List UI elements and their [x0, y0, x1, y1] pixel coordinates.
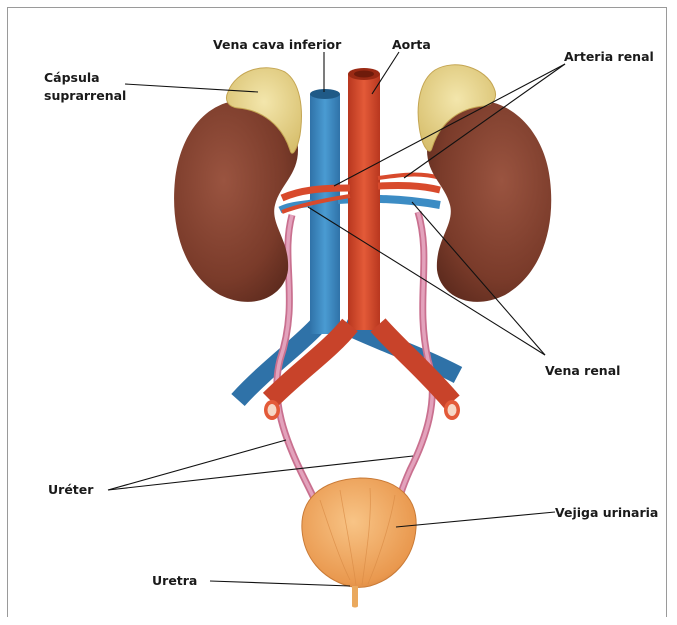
urethra: [352, 586, 358, 608]
label-vena-cava-inferior: Vena cava inferior: [213, 37, 342, 52]
label-capsula-suprarrenal-line2: suprarrenal: [44, 88, 126, 103]
label-uretra: Uretra: [152, 573, 197, 588]
label-arteria-renal: Arteria renal: [564, 49, 654, 64]
label-vena-renal: Vena renal: [545, 363, 620, 378]
label-aorta: Aorta: [392, 37, 431, 52]
label-vejiga-urinaria: Vejiga urinaria: [555, 505, 658, 520]
urinary-bladder: [302, 478, 416, 588]
right-kidney: [427, 100, 551, 302]
label-ureter: Uréter: [48, 482, 94, 497]
label-capsula-suprarrenal-line1: Cápsula: [44, 70, 100, 85]
